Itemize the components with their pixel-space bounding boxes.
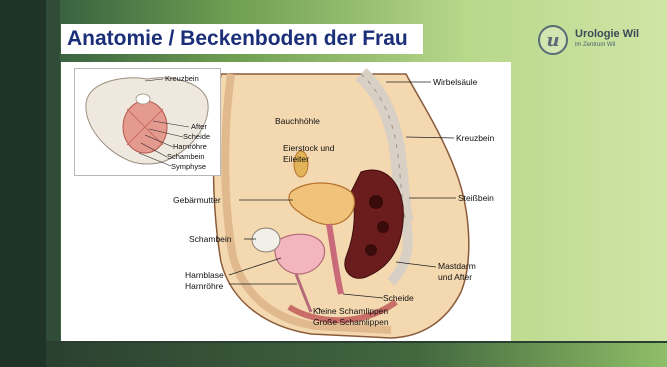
inset-label-schambein: Schambein xyxy=(167,152,205,161)
label-after: und After xyxy=(438,272,472,282)
inset-label-symphyse: Symphyse xyxy=(171,162,206,171)
logo-name: Urologie Wil xyxy=(575,29,639,40)
label-wirbelsaeule: Wirbelsäule xyxy=(433,77,478,87)
inset-label-kreuzbein: Kreuzbein xyxy=(165,74,199,83)
slide-title: Anatomie / Beckenboden der Frau xyxy=(67,27,408,51)
label-scheide: Scheide xyxy=(383,293,414,303)
label-kreuzbein: Kreuzbein xyxy=(456,133,495,143)
logo-tagline: im Zentrum Wil xyxy=(575,40,639,51)
bottom-band xyxy=(46,341,667,367)
inset-pelvis-illustration: Kreuzbein After Scheide Harnröhre Schamb… xyxy=(75,69,220,175)
left-sidebar-band xyxy=(0,0,46,367)
label-bauchhoehle: Bauchhöhle xyxy=(275,116,320,126)
inset-label-harnroehre: Harnröhre xyxy=(173,142,207,151)
inset-label-after: After xyxy=(191,122,207,131)
inset-pelvis-box: Kreuzbein After Scheide Harnröhre Schamb… xyxy=(74,68,221,176)
label-eileiter: Eileiter xyxy=(283,154,309,164)
label-grosse-schamlippen: Große Schamlippen xyxy=(313,317,389,327)
inset-label-scheide: Scheide xyxy=(183,132,210,141)
label-eierstock: Eierstock und xyxy=(283,143,335,153)
rectum-dark-1 xyxy=(369,195,383,209)
label-schambein: Schambein xyxy=(189,234,232,244)
label-harnroehre: Harnröhre xyxy=(185,281,224,291)
rectum-dark-3 xyxy=(365,244,377,256)
label-gebaermutter: Gebärmutter xyxy=(173,195,221,205)
label-kleine-schamlippen: Kleine Schamlippen xyxy=(313,306,388,316)
label-steissbein: Steißbein xyxy=(458,193,494,203)
clinic-logo: u Urologie Wil im Zentrum Wil xyxy=(538,25,639,55)
pubic-bone-shape xyxy=(252,228,280,252)
rectum-dark-2 xyxy=(377,221,389,233)
label-harnblase: Harnblase xyxy=(185,270,224,280)
label-mastdarm: Mastdarm xyxy=(438,261,476,271)
logo-u-icon: u xyxy=(538,25,568,55)
inset-sacrum xyxy=(136,94,150,104)
anatomy-figure: Wirbelsäule Bauchhöhle Eierstock und Eil… xyxy=(61,62,511,342)
